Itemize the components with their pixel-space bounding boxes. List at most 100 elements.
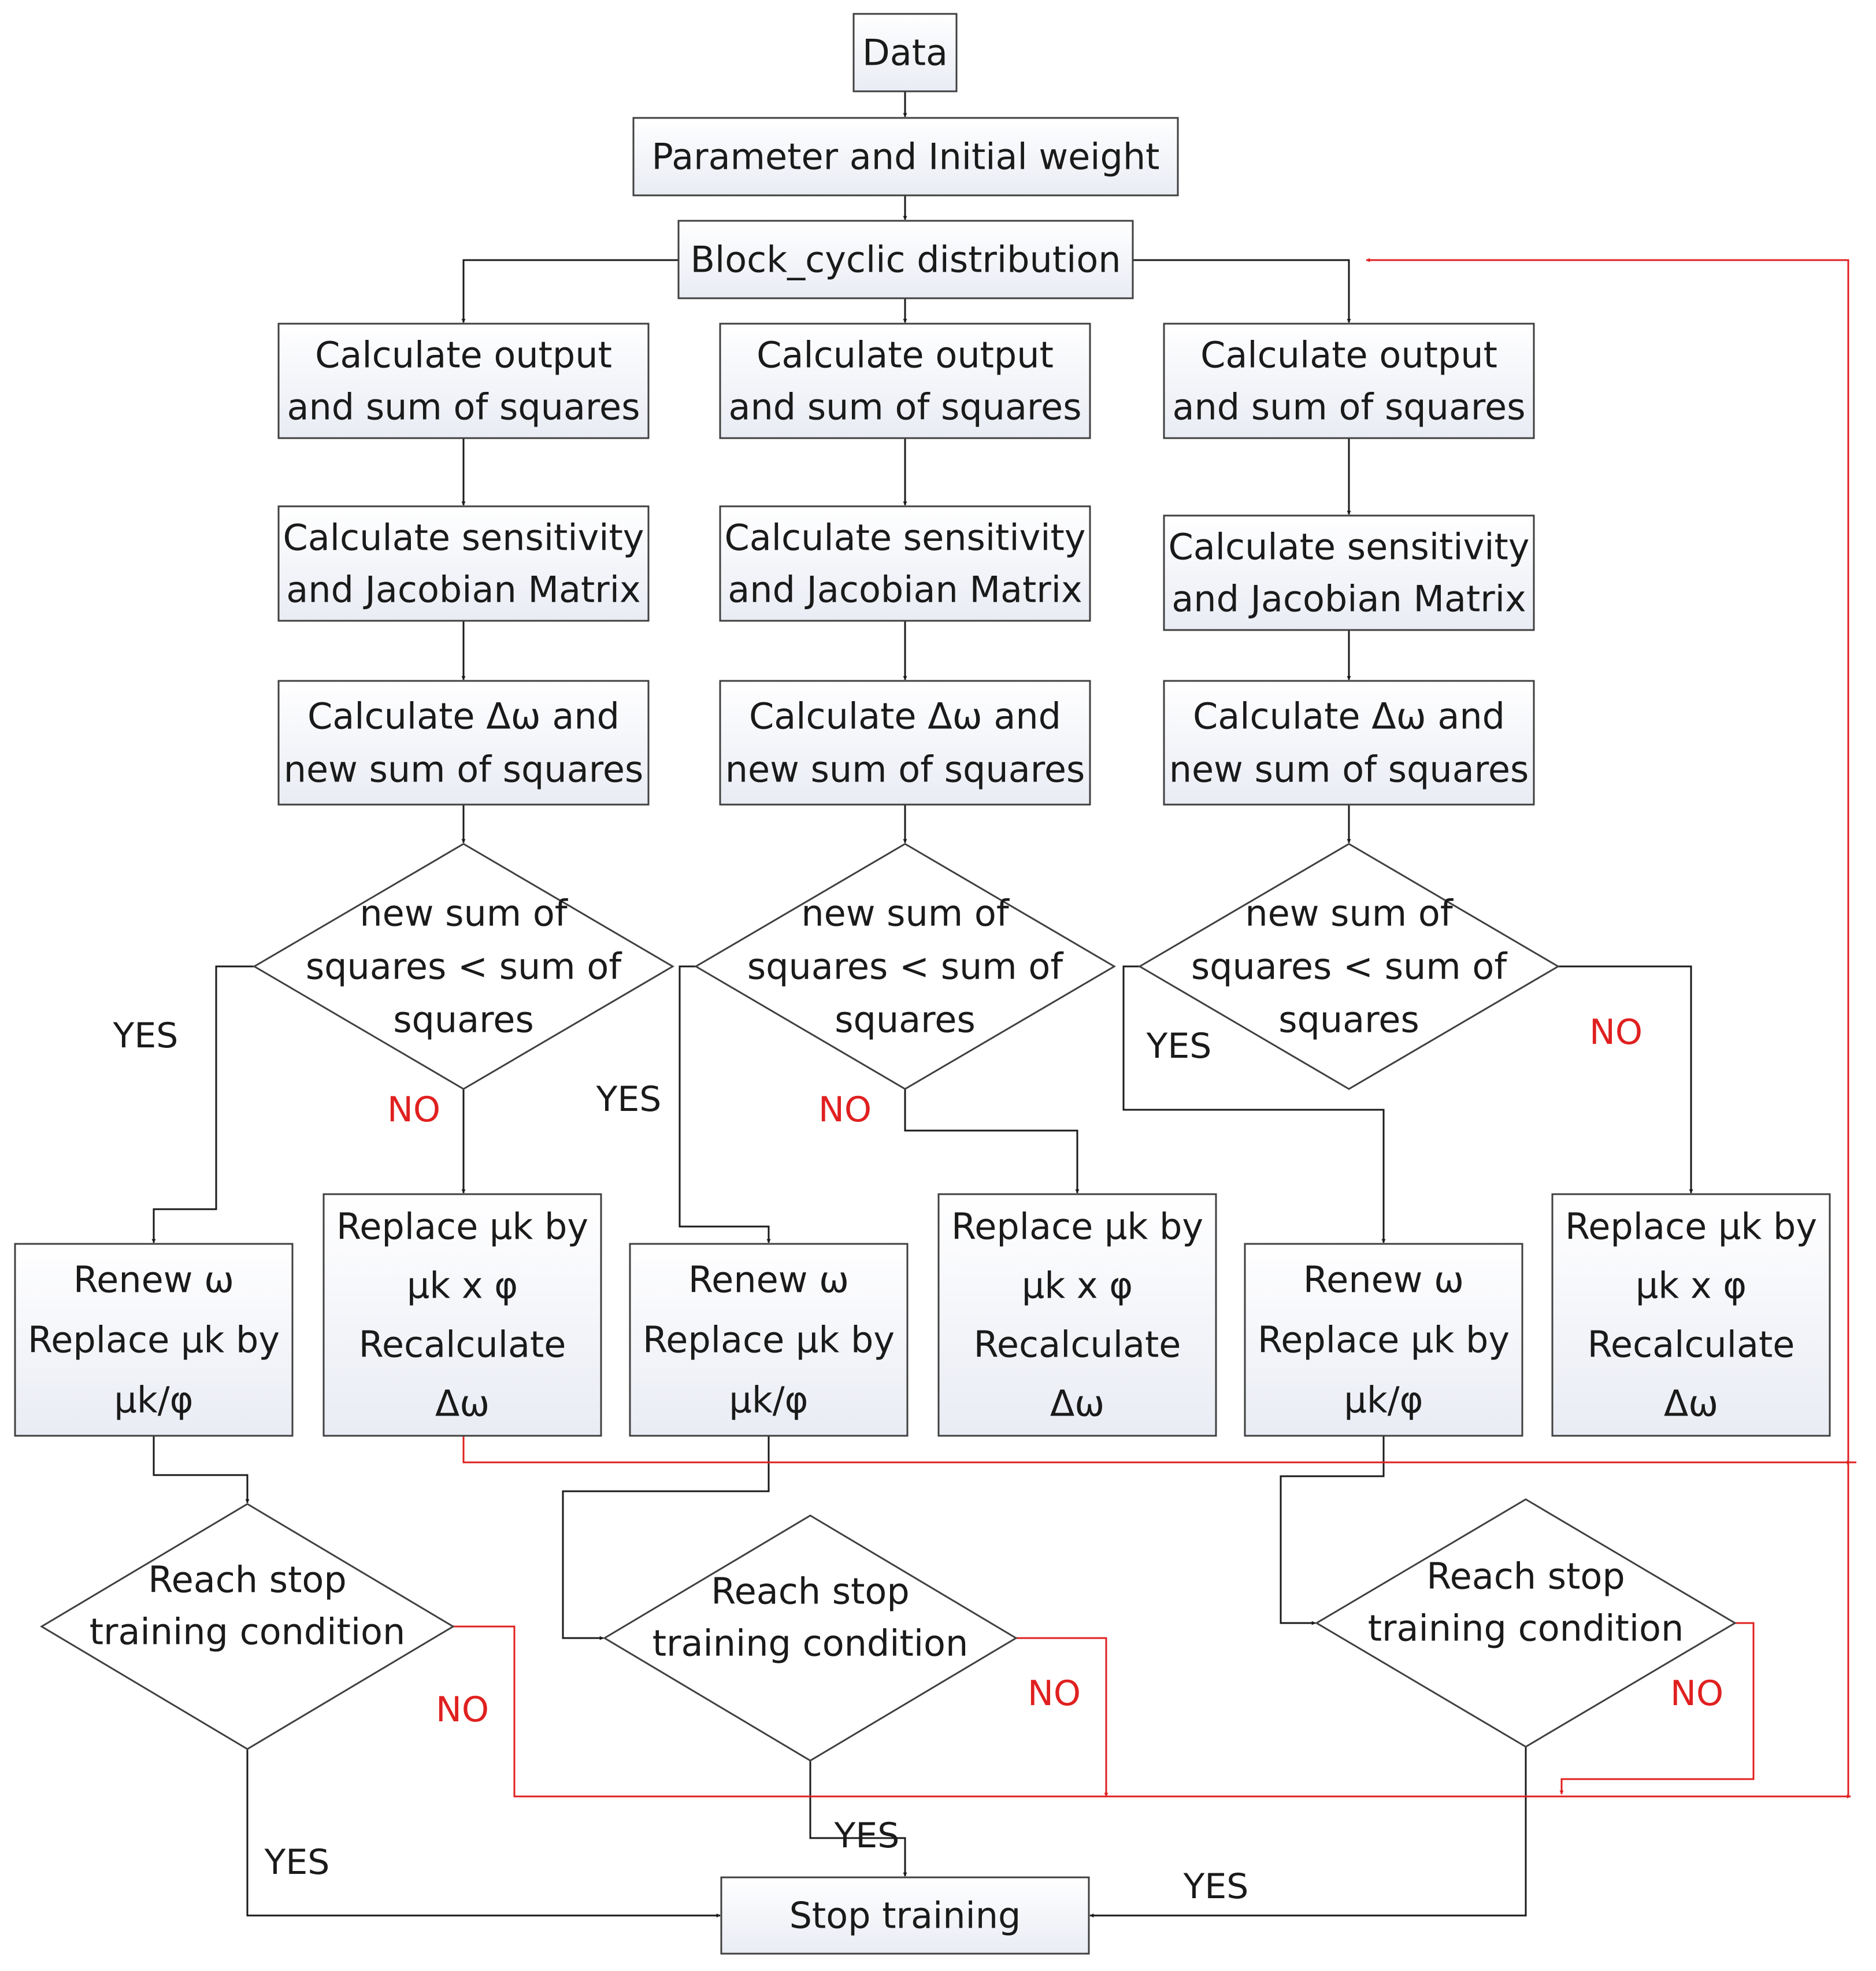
col2-compare-node-text-line-2: squares < sum of [747,946,1065,988]
stop-node-text-line-1: Stop training [789,1895,1021,1937]
col2-renew-node-text-line-2: Replace μk by [643,1319,895,1361]
col2-no-label: NO [818,1090,872,1130]
col1-compare-node-text-line-3: squares [393,999,534,1041]
col3-renew-node-text-line-2: Replace μk by [1258,1319,1510,1361]
col3-replace-node-text-line-3: Recalculate [1588,1324,1795,1366]
col2-compare-node [694,843,1116,1090]
col1-renew-node [14,1243,294,1437]
block-node-text-line-1: Block_cyclic distribution [690,239,1121,281]
col3-replace-node-text-line-1: Replace μk by [1565,1206,1817,1248]
col1-output-node-text-line-2: and sum of squares [287,386,640,428]
param-node [632,117,1179,197]
col2-output-node [719,323,1091,439]
col1-compare-node [253,843,674,1090]
col2-delta-node [719,680,1091,806]
col2-yes-label: YES [596,1079,662,1120]
col1-delta-node-text-line-2: new sum of squares [284,749,644,791]
col3-compare-node-text-line-1: new sum of [1245,892,1454,935]
col3-yes-label: YES [1146,1026,1212,1066]
col1-replace-node-text-line-1: Replace μk by [336,1206,588,1248]
col1-output-node [277,323,650,439]
col2-replace-node-text-line-3: Recalculate [974,1324,1181,1366]
col1-sensitivity-node-text-line-2: and Jacobian Matrix [286,569,640,611]
col1-delta-node-text-line-1: Calculate Δω and [307,695,620,738]
col3-loop-no [1559,1622,1755,1795]
col2-replace-node-text-line-1: Replace μk by [951,1206,1203,1248]
col2-edge-no [904,1089,1080,1194]
col3-sensitivity-node [1163,514,1535,631]
col3-renew-node-text-line-1: Renew ω [1303,1259,1464,1301]
col3-delta-node [1163,680,1535,806]
col1-stop-no-label: NO [436,1690,489,1730]
col2-stopcond-node-text-line-1: Reach stop [711,1570,909,1613]
col1-stopcond-node [40,1503,455,1750]
col1-replace-node-text-line-3: Recalculate [359,1324,566,1366]
col1-compare-node-text-line-1: new sum of [359,892,568,935]
col1-renew-node-text-line-1: Renew ω [73,1259,234,1301]
col2-renew-node-text-line-1: Renew ω [688,1259,849,1301]
col3-compare-node [1138,843,1560,1090]
stop-node [720,1876,1090,1955]
col2-renew-node-text-line-3: μk/φ [729,1379,808,1421]
col1-edge-yes [151,965,254,1243]
col2-stopcond-node-text-line-2: training condition [652,1622,969,1665]
col2-stopcond-node [603,1514,1018,1762]
col3-compare-node-text-line-3: squares [1278,999,1419,1041]
col2-edge-renew-stopcond [562,1436,770,1640]
col3-replace-node-text-line-2: μk x φ [1636,1265,1747,1307]
col2-delta-node-text-line-2: new sum of squares [725,749,1085,791]
col1-delta-node [277,680,650,806]
col3-output-node-text-line-1: Calculate output [1200,334,1497,376]
loop-stopcond-bus [453,1625,1851,1799]
col1-no-label: NO [387,1090,440,1130]
col1-replace-node [322,1193,602,1437]
col1-stopcond-node-text-line-1: Reach stop [148,1559,346,1601]
col1-replace-node-text-line-4: Δω [435,1383,490,1425]
col2-sensitivity-node-text-line-2: and Jacobian Matrix [728,569,1082,611]
col1-edge-renew-stopcond [153,1436,250,1503]
col1-edge-yes-stop [246,1749,721,1918]
col3-edge-no [1558,965,1693,1194]
col2-stop-yes-label: YES [834,1816,900,1856]
col2-compare-node-text-line-3: squares [835,999,976,1041]
col2-delta-node-text-line-1: Calculate Δω and [749,695,1061,738]
col3-stop-no-label: NO [1670,1673,1723,1714]
col3-compare-node-text-line-2: squares < sum of [1191,946,1508,988]
loop-return-up [1366,258,1849,1796]
param-node-text-line-1: Parameter and Initial weight [652,136,1160,178]
loop-replace-bus [462,1436,1851,1465]
col1-sensitivity-node [277,505,650,622]
col2-edge-yes-stop [809,1761,907,1877]
col1-stop-yes-label: YES [264,1842,330,1883]
col3-output-node [1163,323,1535,439]
edge-block-col3 [1133,259,1351,323]
col2-replace-node [937,1193,1217,1437]
col3-edge-yes-stop [1089,1747,1527,1918]
col3-output-node-text-line-2: and sum of squares [1172,386,1525,428]
col2-compare-node-text-line-1: new sum of [801,892,1010,935]
col2-edge-yes [679,965,771,1243]
data-node [852,13,958,92]
col2-replace-node-text-line-4: Δω [1050,1383,1104,1425]
col3-stop-yes-label: YES [1183,1866,1249,1907]
connector-layer [151,91,1856,1918]
col1-renew-node-text-line-2: Replace μk by [28,1319,280,1361]
col2-stop-no-label: NO [1028,1673,1081,1714]
col3-renew-node-text-line-3: μk/φ [1344,1379,1423,1421]
col3-stopcond-node [1315,1498,1737,1748]
col3-sensitivity-node-text-line-2: and Jacobian Matrix [1171,578,1526,620]
col3-stopcond-node-text-line-2: training condition [1368,1607,1684,1650]
col3-replace-node-text-line-4: Δω [1664,1383,1718,1425]
block-node [677,220,1134,299]
col3-replace-node [1551,1193,1831,1437]
col1-stopcond-node-text-line-2: training condition [90,1611,406,1653]
col1-sensitivity-node-text-line-1: Calculate sensitivity [283,517,644,559]
col2-sensitivity-node [719,505,1091,622]
data-node-text-line-1: Data [862,32,948,74]
col1-output-node-text-line-1: Calculate output [315,334,612,376]
edge-block-col1 [461,259,679,323]
